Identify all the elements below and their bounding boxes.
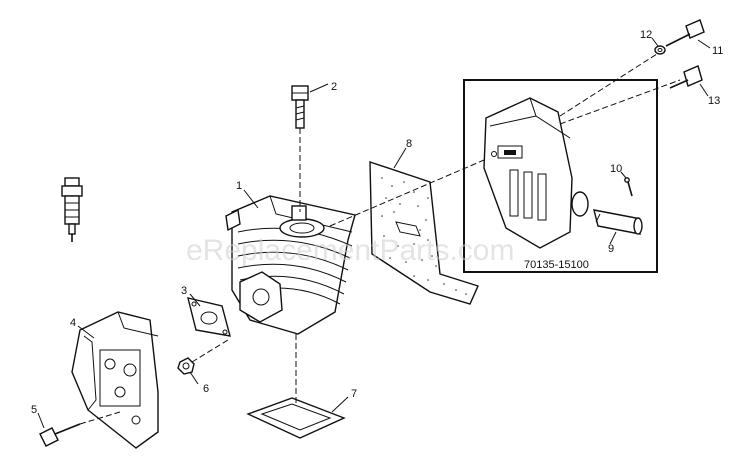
muffler-assembly-box [463,79,658,273]
callout-1: 1 [236,180,242,192]
callout-12: 12 [640,29,652,41]
spark-plug [61,177,83,242]
stipple-texture [381,177,467,295]
cylinder-part [225,195,356,335]
leader-lines [37,37,711,429]
spark-arrestor-part-9 [593,209,643,235]
callout-2: 2 [331,81,337,93]
nut-part-6 [177,339,229,375]
base-gasket-part-7 [246,334,346,439]
callout-4: 4 [70,317,76,329]
callout-7: 7 [351,388,357,400]
watermark-text: eReplacementParts.com [186,234,514,267]
callout-11: 11 [712,45,723,57]
callout-6: 6 [203,383,209,395]
callout-10: 10 [610,163,622,175]
callout-5: 5 [31,404,37,416]
assembly-part-number: 70135-15100 [524,259,589,271]
housing-part-4 [71,311,159,449]
muffler-body [483,97,589,249]
screw-part-10 [624,177,633,197]
bolt-part-2 [291,85,309,212]
muffler-gasket-part-8 [369,161,479,305]
callout-8: 8 [406,138,412,150]
callout-13: 13 [708,95,720,107]
bolt-part-13 [669,65,703,89]
callout-3: 3 [181,285,187,297]
washer-part-12 [654,45,666,55]
gasket-part-3 [187,297,231,337]
bolt-part-5 [39,411,121,447]
bolt-part-11 [665,19,705,47]
callout-9: 9 [608,243,614,255]
